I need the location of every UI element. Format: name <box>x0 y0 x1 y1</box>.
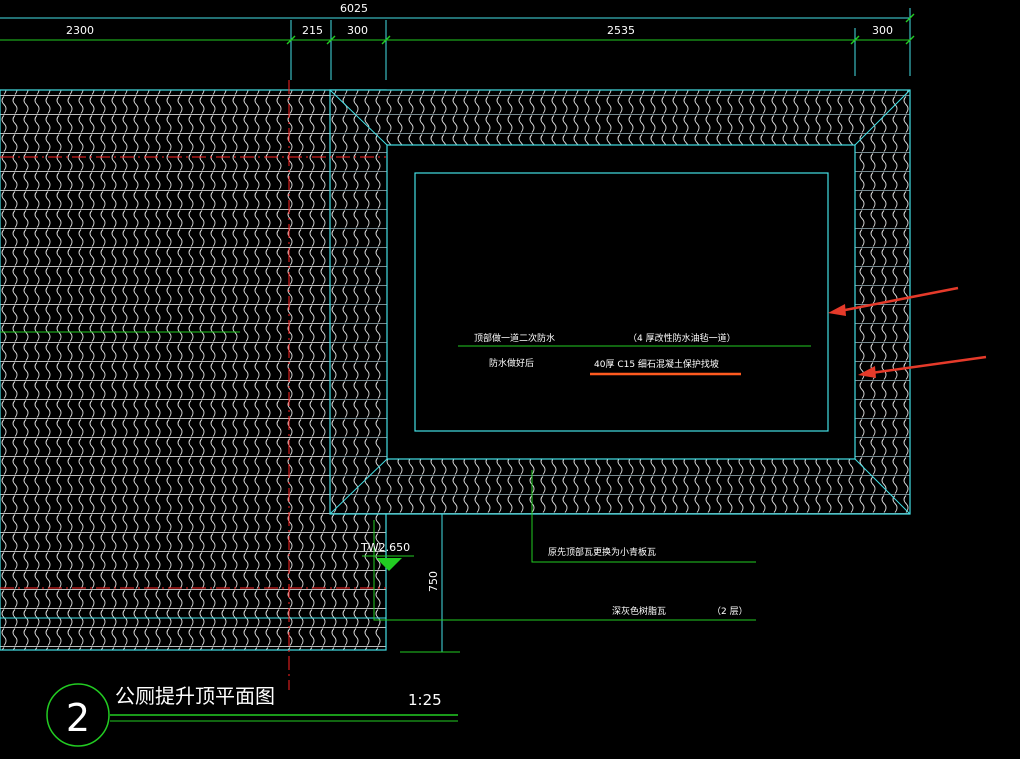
drawing-number-circle <box>46 683 110 747</box>
right-roof <box>329 89 911 515</box>
leader-note-2: 深灰色树脂瓦 <box>612 605 666 617</box>
dim-seg-1: 2300 <box>66 24 94 37</box>
arrow-1-head <box>828 304 846 316</box>
leader-note-2-suffix: （2 层） <box>712 606 748 617</box>
note-line2-left: 防水做好后 <box>489 357 534 369</box>
leader-note-1: 原先顶部瓦更换为小青板瓦 <box>548 546 656 558</box>
dim-total: 6025 <box>340 2 368 15</box>
dim-seg-3: 300 <box>347 24 368 37</box>
note-line1-left: 顶部做一道二次防水 <box>474 332 555 344</box>
drawing-number: 2 <box>66 696 90 740</box>
arrow-2 <box>870 355 987 375</box>
drawing-scale: 1:25 <box>408 691 442 709</box>
level-mark-triangle-icon <box>362 555 414 571</box>
drawing-title: 公厕提升顶平面图 <box>115 684 275 708</box>
axis-lines <box>0 80 386 690</box>
dim-seg-4: 2535 <box>607 24 635 37</box>
arrow-2-head <box>858 366 876 378</box>
annotation-arrows <box>828 286 987 378</box>
level-mark-label: TW2.650 <box>360 541 410 554</box>
left-roof <box>0 89 387 651</box>
note-line1-right: （4 厚改性防水油毡一道） <box>628 332 736 344</box>
note-line2-right: 40厚 C15 细石混凝土保护找坡 <box>594 358 719 370</box>
arrow-1 <box>839 286 959 313</box>
dimension-ticks <box>286 13 915 45</box>
leader-lines <box>373 470 756 621</box>
dim-seg-2: 215 <box>302 24 323 37</box>
dim-seg-5: 300 <box>872 24 893 37</box>
dimension-lines <box>0 8 911 653</box>
dim-side-lower: 750 <box>427 571 440 592</box>
